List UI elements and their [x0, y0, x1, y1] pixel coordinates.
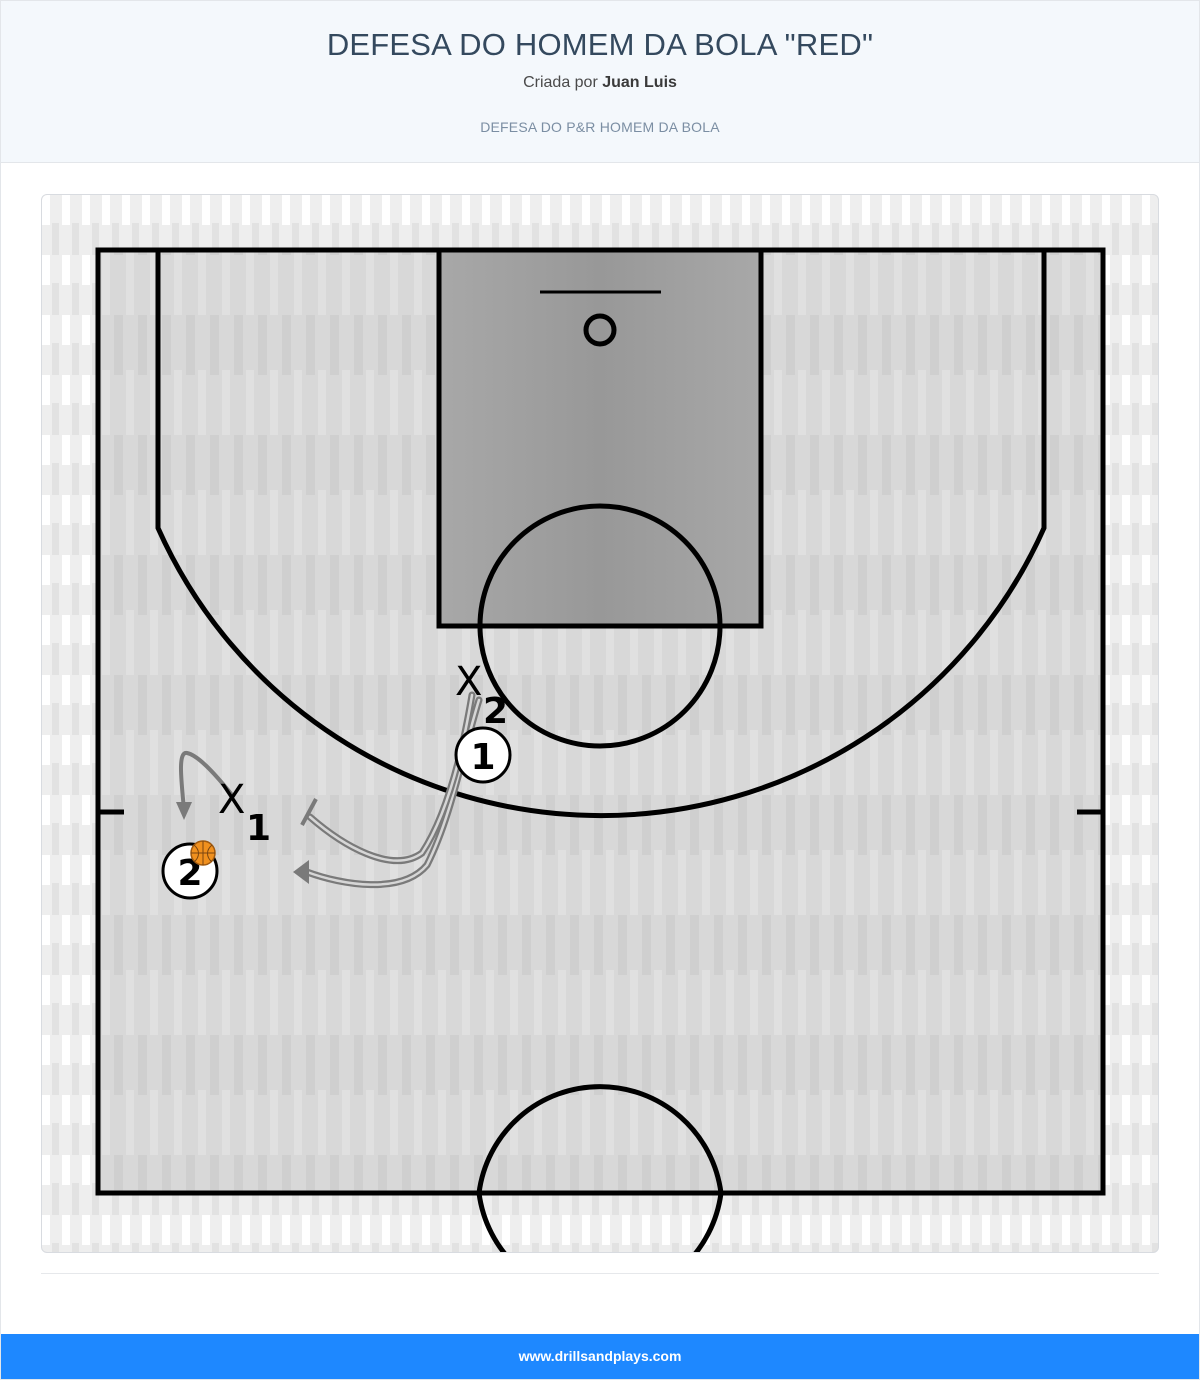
free-throw-circle	[477, 503, 723, 749]
center-circle-bottom	[476, 1192, 724, 1252]
defender-x1-number: 1	[246, 808, 271, 849]
byline: Criada por Juan Luis	[1, 74, 1199, 92]
three-point-line	[155, 250, 1047, 818]
header: DEFESA DO HOMEM DA BOLA "RED" Criada por…	[1, 1, 1199, 163]
center-circle-top	[476, 1084, 724, 1194]
defender-x2-number: 2	[483, 691, 508, 732]
offense-player-1: 1	[454, 726, 512, 784]
page-title: DEFESA DO HOMEM DA BOLA "RED"	[326, 27, 874, 62]
court-lines	[95, 247, 1106, 1252]
offense-player-1-label: 1	[470, 737, 495, 778]
x1-arrowhead	[176, 802, 192, 820]
dribble-arrowhead	[293, 860, 309, 884]
defender-x2-letter: X	[455, 659, 482, 705]
basketball-icon	[190, 840, 216, 866]
author-name[interactable]: Juan Luis	[602, 74, 677, 91]
screen-mark	[300, 798, 318, 826]
defender-x1-path	[178, 751, 234, 812]
court-diagram: X 2 X 1 1 2	[41, 194, 1159, 1253]
court-svg: X 2 X 1 1 2	[42, 195, 1158, 1252]
footer: www.drillsandplays.com	[1, 1334, 1199, 1379]
paint-lines	[436, 247, 764, 629]
divider	[41, 1273, 1159, 1274]
footer-site-link[interactable]: www.drillsandplays.com	[518, 1348, 682, 1364]
byline-prefix: Criada por	[523, 74, 598, 91]
paint-area	[439, 250, 761, 626]
hoop	[583, 313, 617, 347]
defender-x1-letter: X	[218, 777, 245, 823]
page-subtitle: DEFESA DO P&R HOMEM DA BOLA	[480, 119, 720, 135]
